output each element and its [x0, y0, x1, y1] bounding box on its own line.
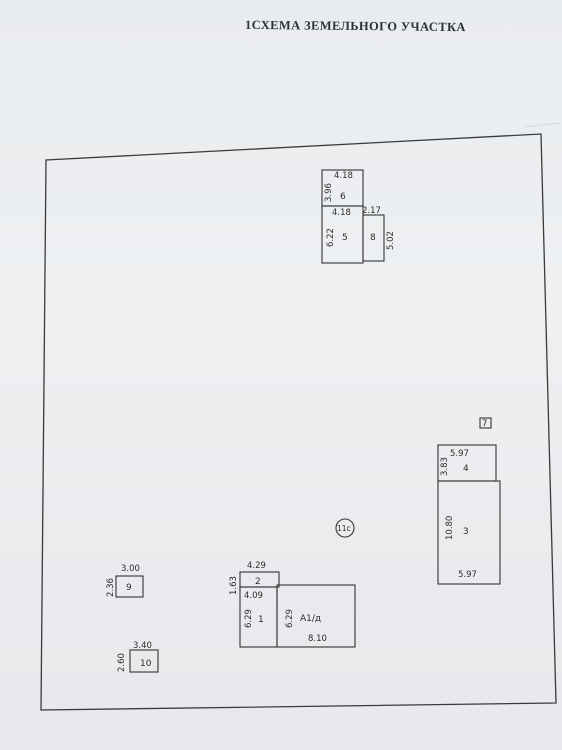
- building-4-height: 3.83: [440, 457, 450, 476]
- building-6: 4.18 3.96 6: [321, 169, 364, 207]
- building-4-number: 4: [463, 464, 469, 474]
- building-8-width: 2.17: [362, 206, 381, 216]
- building-10-number: 10: [140, 659, 152, 669]
- building-3: 10.80 3 5.97: [437, 480, 501, 585]
- building-9-height: 2.36: [106, 578, 116, 597]
- building-8-height: 5.02: [386, 231, 396, 250]
- building-5-height: 6.22: [326, 228, 336, 247]
- building-a1-width: 8.10: [308, 634, 327, 644]
- building-2-number: 2: [255, 577, 261, 587]
- building-9-width: 3.00: [121, 564, 140, 574]
- building-2-height: 1.63: [229, 576, 239, 595]
- building-10-width: 3.40: [133, 641, 152, 651]
- building-a1: 6.29 А1/д 8.10: [276, 584, 356, 648]
- building-a1-number: А1/д: [300, 614, 321, 624]
- building-1-width: 4.09: [244, 591, 263, 601]
- building-5-width: 4.18: [332, 208, 351, 218]
- building-3-height: 10.80: [445, 516, 455, 540]
- building-10: 3.40 2.60 10: [117, 641, 159, 673]
- building-2: 4.29 1.63 2: [229, 561, 280, 595]
- building-4: 5.97 3.83 4: [437, 444, 497, 482]
- building-2-width: 4.29: [247, 561, 266, 571]
- building-6-number: 6: [340, 192, 346, 202]
- building-8-number: 8: [370, 233, 376, 243]
- building-7-number: 7: [482, 419, 487, 429]
- building-7: 7: [479, 417, 492, 429]
- building-1: 4.09 6.29 1: [239, 586, 278, 648]
- building-a1-height: 6.29: [285, 609, 295, 628]
- building-10-height: 2.60: [117, 653, 127, 672]
- building-1-height: 6.29: [244, 609, 254, 628]
- building-3-number: 3: [463, 527, 469, 537]
- building-1-number: 1: [258, 615, 264, 625]
- building-5: 4.18 6.22 5: [321, 205, 364, 264]
- building-5-number: 5: [342, 233, 348, 243]
- building-9: 3.00 2.36 9: [106, 564, 144, 598]
- plot-boundary: [40, 133, 557, 711]
- building-3-width: 5.97: [458, 570, 477, 580]
- building-9-number: 9: [126, 583, 132, 593]
- building-4-width: 5.97: [450, 449, 469, 459]
- building-6-height: 3.96: [324, 183, 334, 202]
- structure-11c-label: 11с: [337, 524, 351, 533]
- building-8: 2.17 5.02 8: [362, 206, 396, 262]
- building-6-width: 4.18: [334, 171, 353, 181]
- structure-11c: 11с: [335, 518, 355, 538]
